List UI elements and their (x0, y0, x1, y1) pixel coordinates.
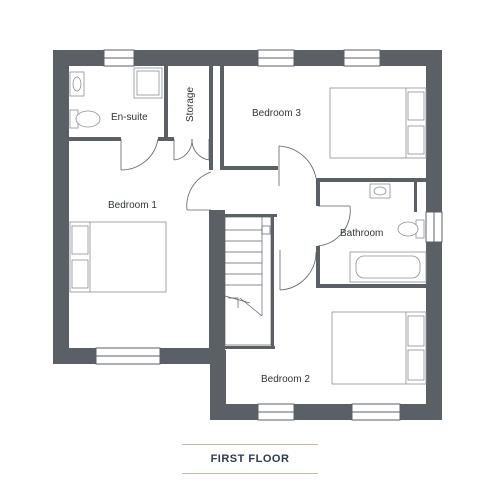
stairs (224, 216, 272, 346)
room-label-en-suite: En-suite (111, 112, 148, 123)
wall-bath-left-bottom (316, 246, 320, 288)
wall-ensuite-storage (164, 66, 168, 140)
wall-left-outer (53, 50, 69, 364)
doors (120, 138, 351, 291)
wall-storage-bottom (168, 137, 174, 141)
wall-right-top (210, 50, 442, 66)
wall-ensuite-bottom-left (69, 137, 121, 141)
room-label-storage: Storage (185, 87, 196, 122)
wall-storage-right (209, 66, 213, 170)
wall-bath-divider (414, 182, 417, 212)
fixtures (69, 67, 427, 385)
room-label-bedroom-3: Bedroom 3 (252, 108, 301, 119)
room-label-bedroom-1: Bedroom 1 (108, 200, 157, 211)
wall-stair-right (271, 214, 274, 348)
room-label-bathroom: Bathroom (340, 228, 383, 239)
wall-bed3-bottom-left (220, 166, 278, 170)
wall-bedroom3-left (220, 66, 224, 170)
wall-bed3-bottom-right (318, 178, 426, 182)
floor-title: FIRST FLOOR (182, 444, 318, 474)
windows (95, 49, 443, 421)
wall-ensuite-bottom-right (158, 137, 168, 141)
wall-bedroom2-left (210, 350, 226, 420)
wall-bath-left-top (316, 178, 320, 206)
wall-bath-bottom (316, 284, 426, 288)
wall-left-top (53, 50, 225, 66)
room-label-bedroom-2: Bedroom 2 (261, 374, 310, 385)
wall-landing-left (209, 210, 225, 350)
room-labels: En-suite Storage Bedroom 3 Bedroom 1 Bat… (108, 87, 383, 385)
wall-right-bottom (210, 404, 442, 420)
wall-stair-top (225, 214, 277, 217)
wall-landing-bottom (225, 346, 275, 349)
